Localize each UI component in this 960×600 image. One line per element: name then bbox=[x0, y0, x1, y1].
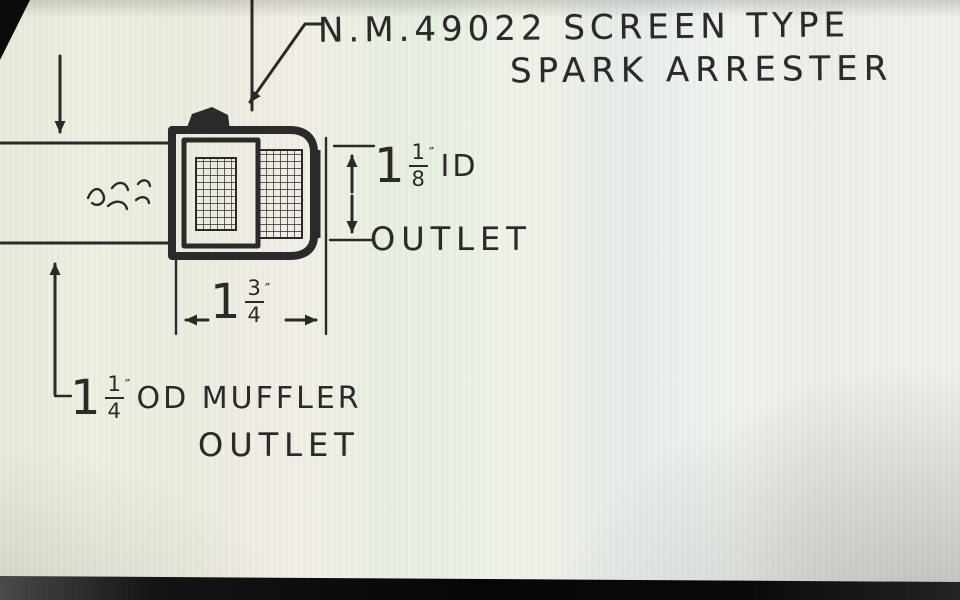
outlet-id-suffix: ID bbox=[441, 149, 479, 184]
arrester-width-dimension: 1 3 4 ″ bbox=[210, 278, 271, 326]
muffler-od-unit-mark: ″ bbox=[125, 376, 131, 394]
arrester-width-whole: 1 bbox=[210, 278, 241, 326]
arrester-width-denominator: 4 bbox=[244, 301, 264, 326]
outlet-id-line2: OUTLET bbox=[370, 220, 532, 258]
muffler-od-whole: 1 bbox=[70, 374, 101, 422]
leader-line-group bbox=[248, 0, 324, 112]
clamp-lug bbox=[186, 107, 230, 130]
muffler-od-dimension: 1 1 4 ″ OD MUFFLER bbox=[70, 374, 362, 422]
outlet-id-unit-mark: ″ bbox=[429, 144, 435, 162]
outlet-id-dimension: 1 1 8 ″ ID bbox=[374, 142, 478, 190]
arrester-width-numerator: 3 bbox=[245, 278, 264, 301]
outlet-id-denominator: 8 bbox=[408, 165, 428, 190]
outlet-id-fraction: 1 8 bbox=[408, 142, 428, 190]
arrester-width-fraction: 3 4 bbox=[244, 278, 264, 326]
muffler-od-suffix: OD MUFFLER bbox=[137, 381, 362, 416]
muffler-od-denominator: 4 bbox=[104, 397, 124, 422]
outlet-id-whole: 1 bbox=[374, 142, 405, 190]
muffler-pipe bbox=[0, 141, 174, 245]
muffler-od-numerator: 1 bbox=[105, 374, 124, 397]
arrester-width-unit-mark: ″ bbox=[265, 280, 271, 298]
muffler-od-line2: OUTLET bbox=[198, 426, 360, 464]
spark-arrester-body bbox=[168, 107, 321, 260]
muffler-od-fraction: 1 4 bbox=[104, 374, 124, 422]
outlet-id-numerator: 1 bbox=[409, 142, 428, 165]
dimension-lines bbox=[49, 54, 376, 398]
